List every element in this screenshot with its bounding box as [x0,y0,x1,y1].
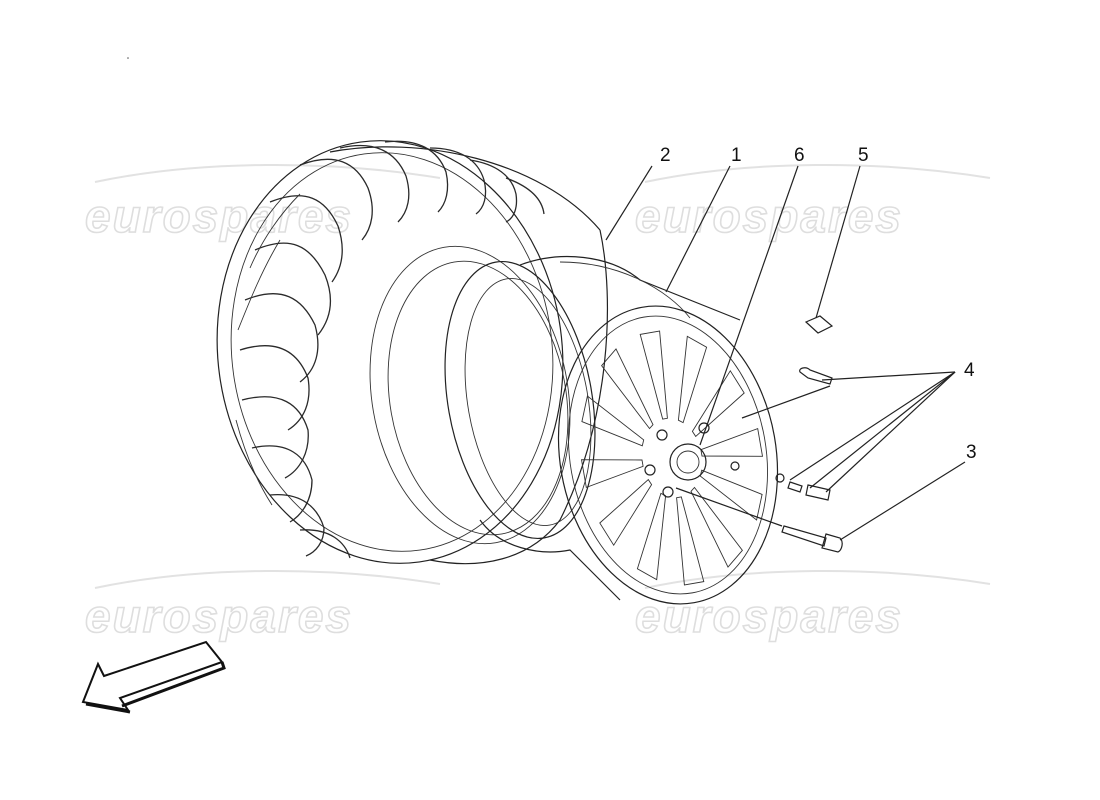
valve-parts [775,473,831,501]
spoke [699,469,763,521]
spoke [636,492,667,581]
spoke [690,486,743,568]
wheel-face [557,305,779,605]
wheel-spokes [580,330,764,586]
watermark-text: eurospares [635,190,903,242]
spoke [639,330,668,420]
watermark-text: eurospares [85,590,353,642]
direction-arrow-icon [81,640,226,714]
tread-pattern [235,140,545,559]
spoke [581,395,645,447]
watermark-bottom-left: eurospares [84,569,441,643]
spoke [676,496,705,586]
leader-lines [605,165,966,541]
callout-4: 4 [964,360,975,381]
valve-stem [799,367,833,385]
watermark-text: eurospares [85,190,353,242]
spoke [601,348,654,430]
watermark-top-left: eurospares [84,163,441,243]
spoke [677,335,708,424]
speck [127,57,129,59]
spoke [691,369,745,438]
watermark-text: eurospares [635,590,903,642]
spoke [599,478,653,547]
rim-barrel [444,256,741,601]
callout-1: 1 [731,145,742,166]
callout-3: 3 [966,442,977,463]
wheel-bolt [781,525,843,553]
callout-6: 6 [794,145,805,166]
callout-2: 2 [660,145,671,166]
watermark-top-right: eurospares [634,163,991,243]
tyre [216,140,609,565]
watermark-bottom-right: eurospares [634,569,991,643]
spoke [700,427,764,457]
callout-5: 5 [858,145,869,166]
hub-cap-badge [804,315,834,334]
spoke [580,459,644,489]
